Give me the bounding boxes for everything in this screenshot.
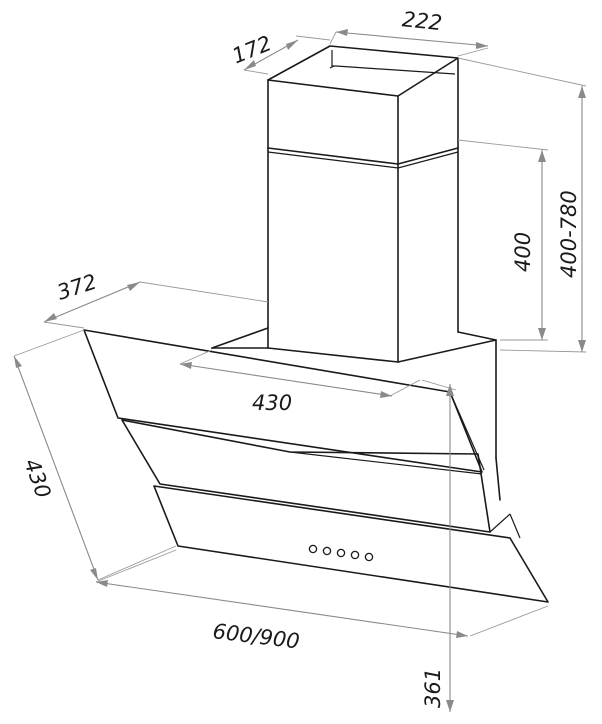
control-button [364,552,374,562]
control-button [322,546,332,556]
chimney [267,45,459,363]
control-buttons [308,544,374,562]
label-front-panel-height: 430 [19,456,55,502]
dimension-chimney-total-height: 400-780 [457,57,587,353]
label-chimney-width: 222 [401,7,443,35]
label-body-inner-width: 430 [252,391,292,415]
label-chimney-upper-height: 400 [511,232,535,272]
dimension-body-depth: 372 [43,270,269,329]
control-button [350,550,360,560]
label-chimney-total-height: 400-780 [557,190,581,278]
dimension-body-inner-width: 430 [179,349,421,415]
control-button [308,544,318,554]
label-hood-width: 600/900 [211,619,301,653]
dimension-chimney-depth: 172 [229,31,331,75]
dimension-hood-width: 600/900 [95,549,549,654]
label-body-depth: 372 [54,270,100,305]
dimension-front-panel-height: 430 [13,329,177,581]
glass-front-panel [83,329,549,603]
dimension-chimney-width: 222 [329,7,489,57]
hood-body [211,327,501,501]
dimension-chimney-upper-height: 400 [457,139,549,341]
control-button [336,548,346,558]
dimension-hood-height: 361 [421,379,457,712]
label-hood-height: 361 [421,668,445,708]
